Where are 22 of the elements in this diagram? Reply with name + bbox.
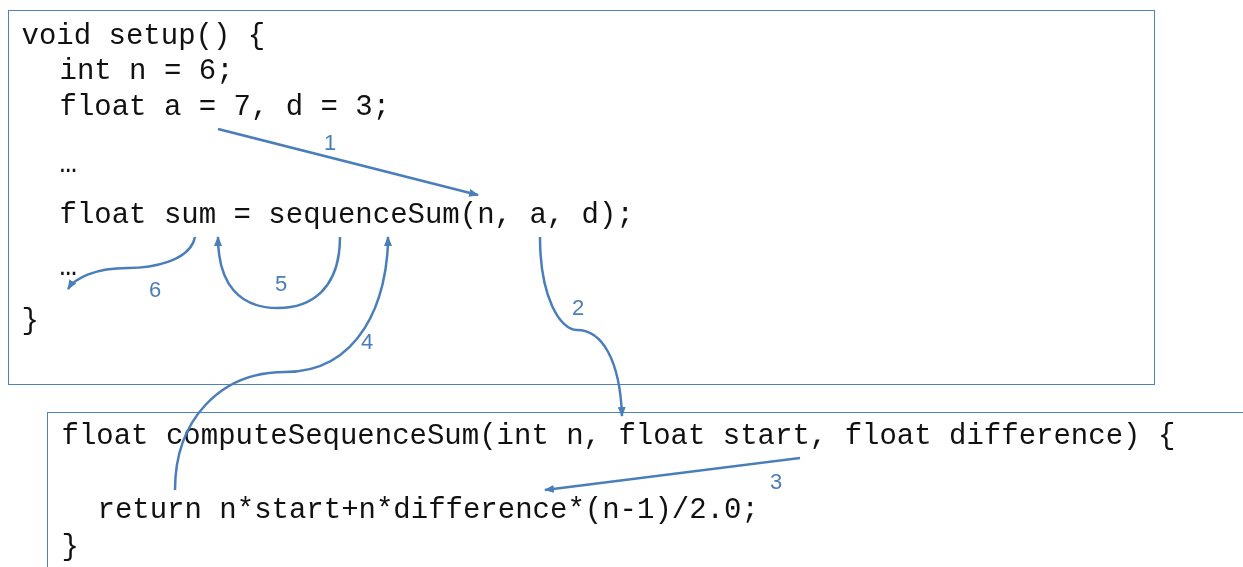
arrow <box>214 236 342 310</box>
code-panel <box>47 412 1243 567</box>
arrow <box>538 236 626 417</box>
code-line: } <box>21 303 39 340</box>
code-line: } <box>61 529 79 566</box>
code-line: void setup() { <box>21 18 266 55</box>
code-line: … <box>59 146 77 183</box>
code-line: return n*start+n*difference*(n-1)/2.0; <box>97 492 759 529</box>
edge-label: 3 <box>769 469 783 495</box>
edge-label: 2 <box>571 295 585 321</box>
edge-label: 6 <box>148 277 162 303</box>
arrow <box>217 127 479 197</box>
code-line: … <box>59 249 77 286</box>
code-line: int n = 6; <box>59 53 234 90</box>
edge-label: 1 <box>323 130 337 156</box>
arrow <box>544 456 801 493</box>
code-line: float a = 7, d = 3; <box>59 89 391 126</box>
edge-label: 5 <box>274 271 288 297</box>
edge-label: 4 <box>360 329 374 355</box>
arrow <box>67 236 197 290</box>
code-line: float sum = sequenceSum(n, a, d); <box>59 197 634 234</box>
code-panel <box>8 10 1155 385</box>
